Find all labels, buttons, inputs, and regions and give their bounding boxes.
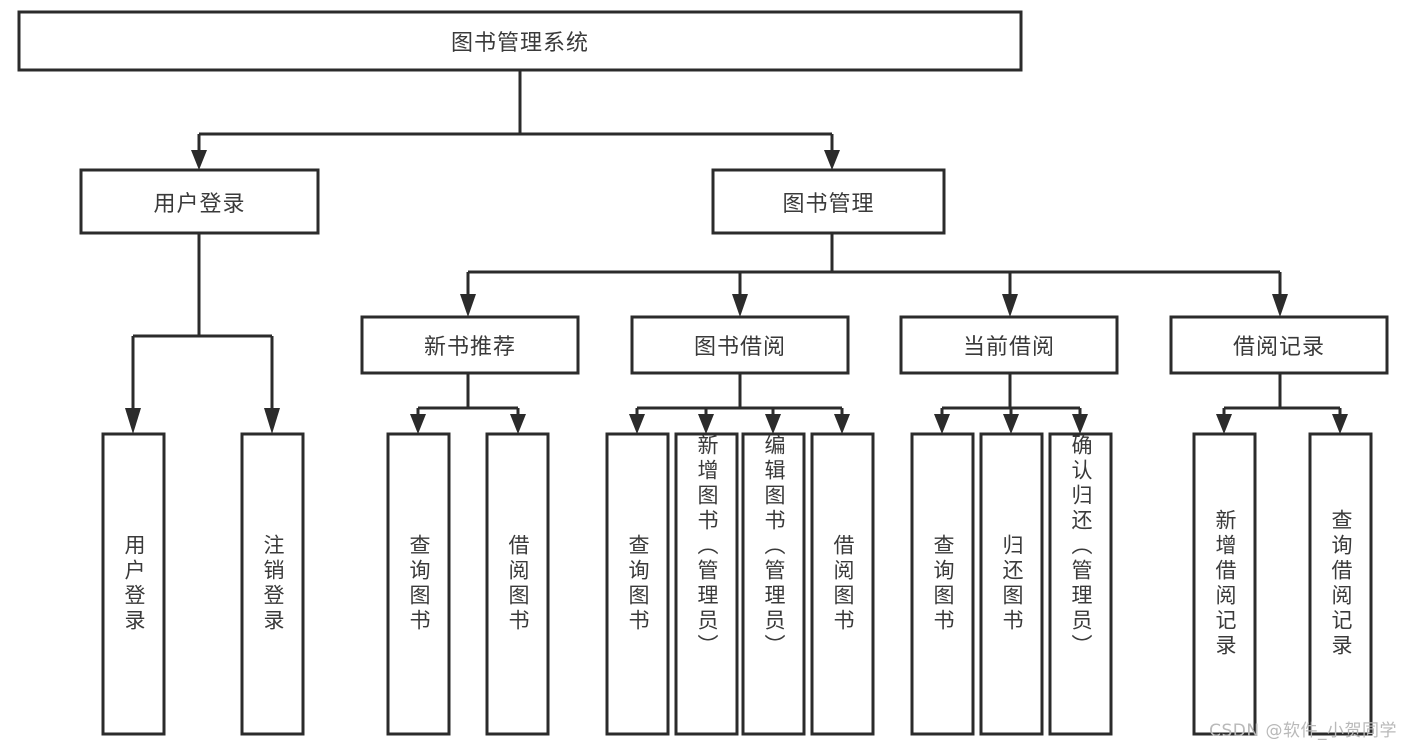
arrow-head-login: [191, 150, 207, 170]
arrow-head-record: [1272, 294, 1288, 317]
arrow-head-leaf7: [765, 414, 781, 434]
node-box-record[interactable]: [1169, 315, 1389, 375]
arrow-head-bookmgmt: [824, 150, 840, 170]
node-box-leaf12[interactable]: [1192, 432, 1257, 736]
node-box-leaf13[interactable]: [1308, 432, 1373, 736]
node-box-leaf1[interactable]: [101, 432, 166, 736]
arrow-head-leaf12: [1216, 414, 1232, 434]
node-box-borrow[interactable]: [630, 315, 850, 375]
node-box-leaf4[interactable]: [485, 432, 550, 736]
arrow-head-leaf2: [264, 408, 280, 434]
arrow-head-current: [1002, 294, 1018, 317]
node-box-leaf9[interactable]: [910, 432, 975, 736]
arrow-head-leaf11: [1072, 414, 1088, 434]
node-box-leaf8[interactable]: [810, 432, 875, 736]
arrow-head-leaf9: [934, 414, 950, 434]
arrow-head-leaf6: [698, 414, 714, 434]
arrow-head-leaf10: [1003, 414, 1019, 434]
connector-layer: [125, 70, 1348, 434]
arrow-head-leaf5: [629, 414, 645, 434]
node-box-newbook[interactable]: [360, 315, 580, 375]
arrow-head-leaf3: [410, 414, 426, 434]
node-box-leaf2[interactable]: [240, 432, 305, 736]
node-box-leaf3[interactable]: [386, 432, 451, 736]
node-box-login[interactable]: [79, 168, 320, 235]
node-box-leaf6[interactable]: [674, 432, 739, 736]
node-box-leaf10[interactable]: [979, 432, 1044, 736]
arrow-head-leaf1: [125, 408, 141, 434]
node-box-root[interactable]: [17, 10, 1023, 72]
node-box-current[interactable]: [899, 315, 1119, 375]
node-layer: [17, 10, 1389, 736]
node-box-leaf5[interactable]: [605, 432, 670, 736]
arrow-head-leaf4: [510, 414, 526, 434]
arrow-head-borrow: [732, 294, 748, 317]
arrow-head-leaf8: [834, 414, 850, 434]
arrow-head-newbook: [460, 294, 476, 317]
node-box-bookmgmt[interactable]: [711, 168, 946, 235]
node-box-leaf11[interactable]: [1048, 432, 1113, 736]
arrow-head-leaf13: [1332, 414, 1348, 434]
node-box-leaf7[interactable]: [741, 432, 806, 736]
